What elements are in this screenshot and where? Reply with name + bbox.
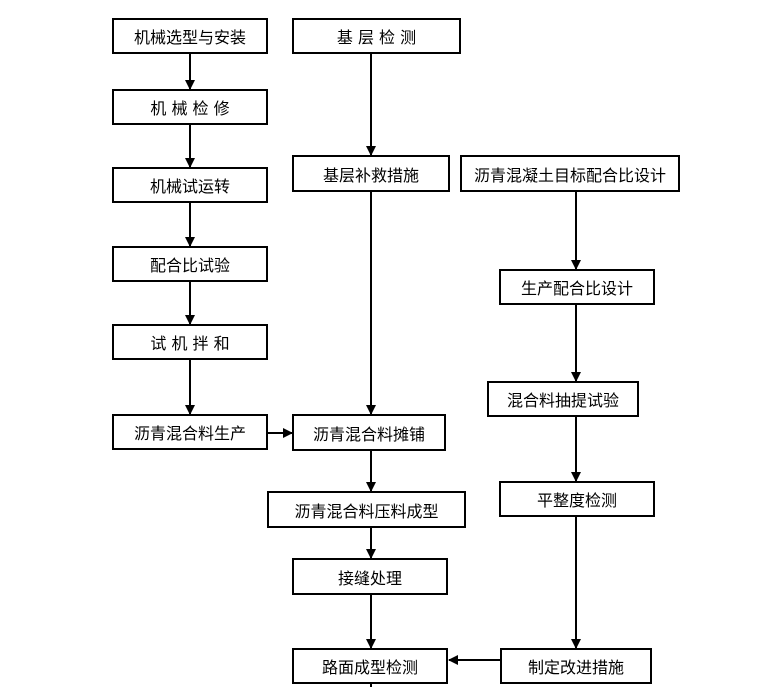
box-asphalt-production: 沥青混合料生产 bbox=[112, 414, 268, 450]
label-asphalt-compaction: 沥青混合料压料成型 bbox=[294, 501, 439, 521]
box-machine-selection: 机械选型与安装 bbox=[112, 18, 268, 54]
label-joint-treatment: 接缝处理 bbox=[337, 568, 402, 588]
label-machine-maintenance: 机 械 检 修 bbox=[150, 99, 230, 118]
box-machine-maintenance: 机 械 检 修 bbox=[112, 89, 268, 125]
box-target-mix-design: 沥青混凝土目标配合比设计 bbox=[460, 155, 680, 192]
label-mix-ratio-test: 配合比试验 bbox=[149, 256, 230, 275]
box-road-inspection: 路面成型检测 bbox=[292, 648, 448, 684]
label-asphalt-production: 沥青混合料生产 bbox=[133, 424, 246, 443]
label-base-repair: 基层补救措施 bbox=[322, 165, 419, 185]
box-asphalt-paving: 沥青混合料摊铺 bbox=[292, 414, 446, 451]
label-improvement-measures: 制定改进措施 bbox=[527, 658, 624, 677]
box-machine-trial-run: 机械试运转 bbox=[112, 167, 268, 203]
label-machine-trial-run: 机械试运转 bbox=[149, 177, 230, 196]
box-joint-treatment: 接缝处理 bbox=[292, 558, 448, 595]
label-mix-extraction-test: 混合料抽提试验 bbox=[506, 391, 619, 410]
label-machine-selection: 机械选型与安装 bbox=[133, 28, 246, 47]
box-mix-extraction-test: 混合料抽提试验 bbox=[487, 381, 639, 417]
box-mix-ratio-test: 配合比试验 bbox=[112, 246, 268, 282]
label-road-inspection: 路面成型检测 bbox=[321, 658, 418, 677]
box-improvement-measures: 制定改进措施 bbox=[500, 648, 652, 684]
box-production-mix-design: 生产配合比设计 bbox=[499, 269, 655, 305]
box-flatness-inspection: 平整度检测 bbox=[499, 481, 655, 517]
box-trial-mixing: 试 机 拌 和 bbox=[112, 324, 268, 360]
label-production-mix-design: 生产配合比设计 bbox=[520, 279, 633, 298]
box-base-inspection: 基 层 检 测 bbox=[292, 18, 461, 54]
label-trial-mixing: 试 机 拌 和 bbox=[150, 334, 230, 353]
box-base-repair: 基层补救措施 bbox=[292, 155, 450, 192]
label-target-mix-design: 沥青混凝土目标配合比设计 bbox=[473, 165, 666, 185]
box-asphalt-compaction: 沥青混合料压料成型 bbox=[267, 491, 466, 528]
label-flatness-inspection: 平整度检测 bbox=[536, 491, 617, 510]
label-asphalt-paving: 沥青混合料摊铺 bbox=[312, 424, 425, 444]
label-base-inspection: 基 层 检 测 bbox=[336, 28, 417, 47]
